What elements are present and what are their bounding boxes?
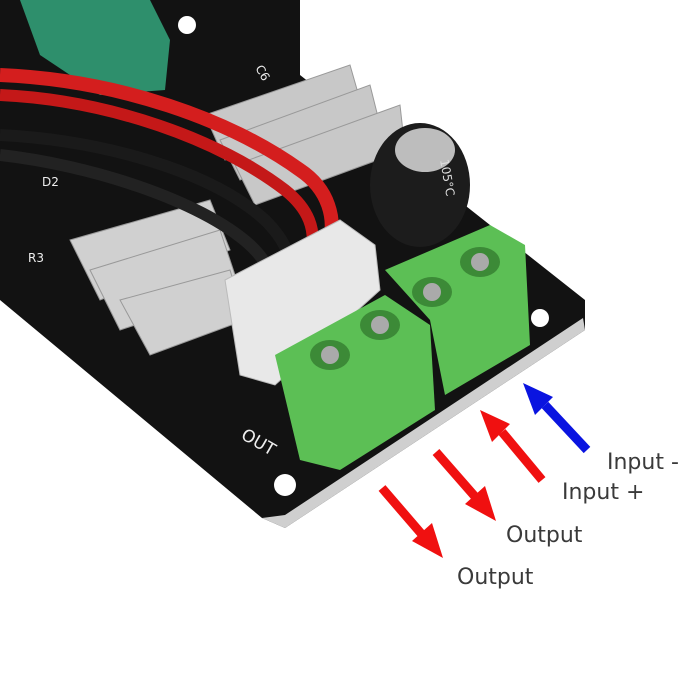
silk-r3: R3 — [28, 251, 44, 265]
red-wire — [0, 68, 339, 242]
arrow-output-1 — [378, 485, 443, 558]
terminal-block-input — [385, 225, 530, 395]
arrow-output-2 — [432, 449, 496, 521]
potentiometer — [20, 0, 170, 95]
arrow-input-minus — [523, 383, 591, 454]
capacitor-rating: 105°C — [437, 158, 457, 197]
label-input-plus: Input + — [562, 480, 645, 505]
label-input-minus: Input - — [607, 450, 679, 475]
black-wire — [0, 129, 296, 271]
silk-d2: D2 — [42, 175, 59, 189]
terminal-block-output — [275, 295, 435, 470]
silk-c6: C6 — [252, 63, 272, 84]
red-wire — [0, 89, 319, 251]
arrow-input-plus — [480, 410, 546, 483]
capacitor-top — [395, 128, 455, 172]
label-output-2: Output — [457, 565, 534, 590]
mount-hole — [178, 16, 196, 34]
pcb-edge — [262, 318, 585, 528]
mount-hole — [274, 474, 296, 496]
label-output-1: Output — [506, 523, 583, 548]
wire-connector — [224, 219, 381, 386]
mount-hole — [531, 309, 549, 327]
